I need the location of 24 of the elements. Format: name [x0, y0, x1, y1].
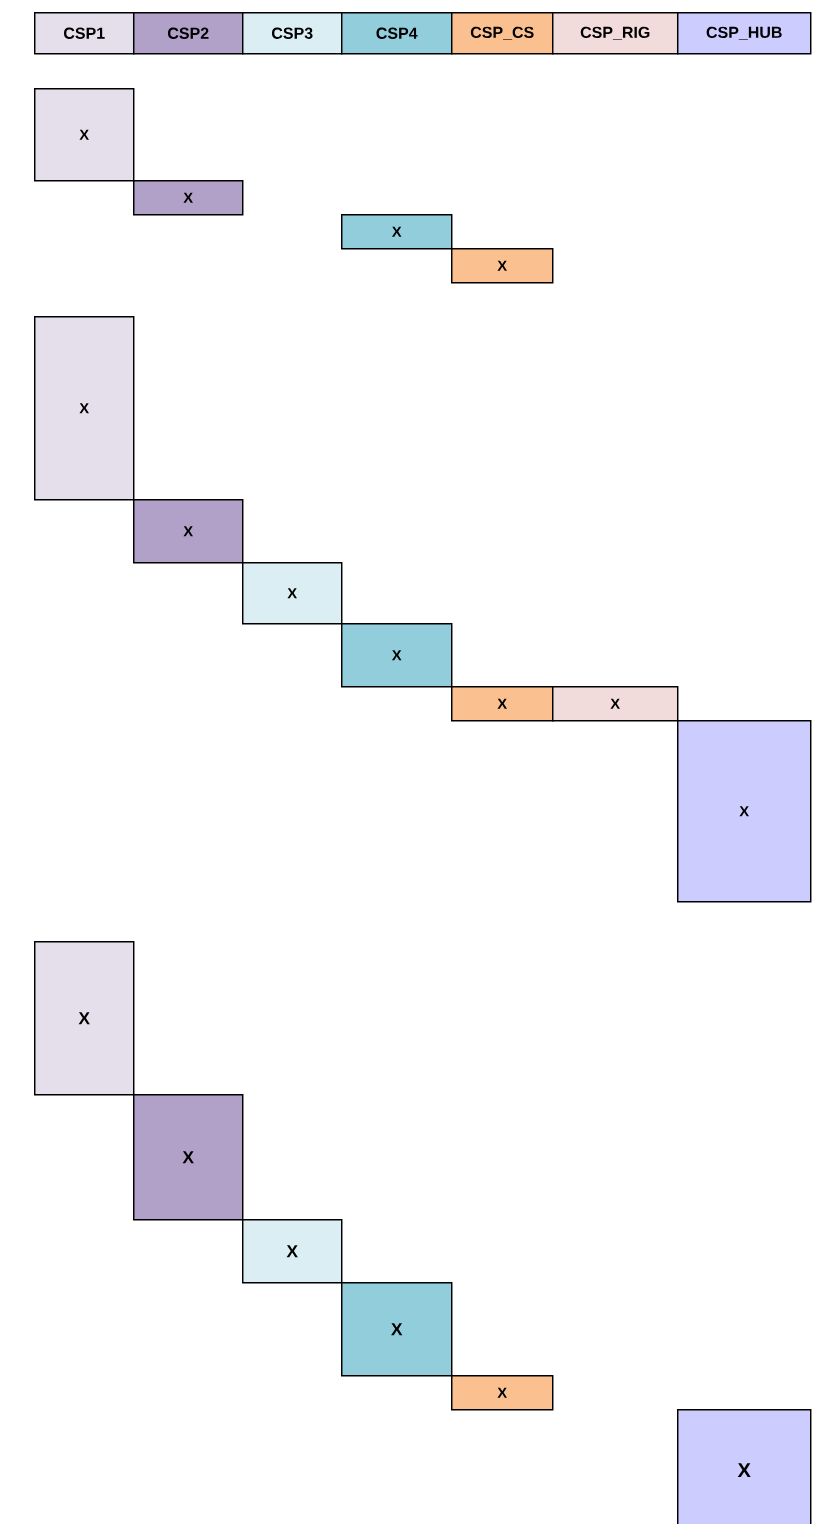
header-cell: CSP2 — [133, 12, 244, 55]
block: X — [242, 562, 343, 625]
header-cell: CSP4 — [341, 12, 453, 55]
block: X — [451, 686, 554, 722]
block: X — [133, 499, 244, 564]
block: X — [341, 623, 453, 688]
block: X — [677, 1409, 812, 1524]
header-cell: CSP_RIG — [552, 12, 679, 55]
header-cell: CSP_CS — [451, 12, 554, 55]
block: X — [34, 88, 135, 182]
block: X — [451, 1375, 554, 1411]
header-cell: CSP3 — [242, 12, 343, 55]
block: X — [34, 316, 135, 501]
block: X — [133, 180, 244, 216]
block: X — [34, 941, 135, 1096]
block: X — [133, 1094, 244, 1221]
block: X — [451, 248, 554, 284]
block: X — [341, 1282, 453, 1377]
block: X — [677, 720, 812, 903]
block: X — [552, 686, 679, 722]
block: X — [341, 214, 453, 250]
header-cell: CSP_HUB — [677, 12, 812, 55]
block: X — [242, 1219, 343, 1284]
header-cell: CSP1 — [34, 12, 135, 55]
